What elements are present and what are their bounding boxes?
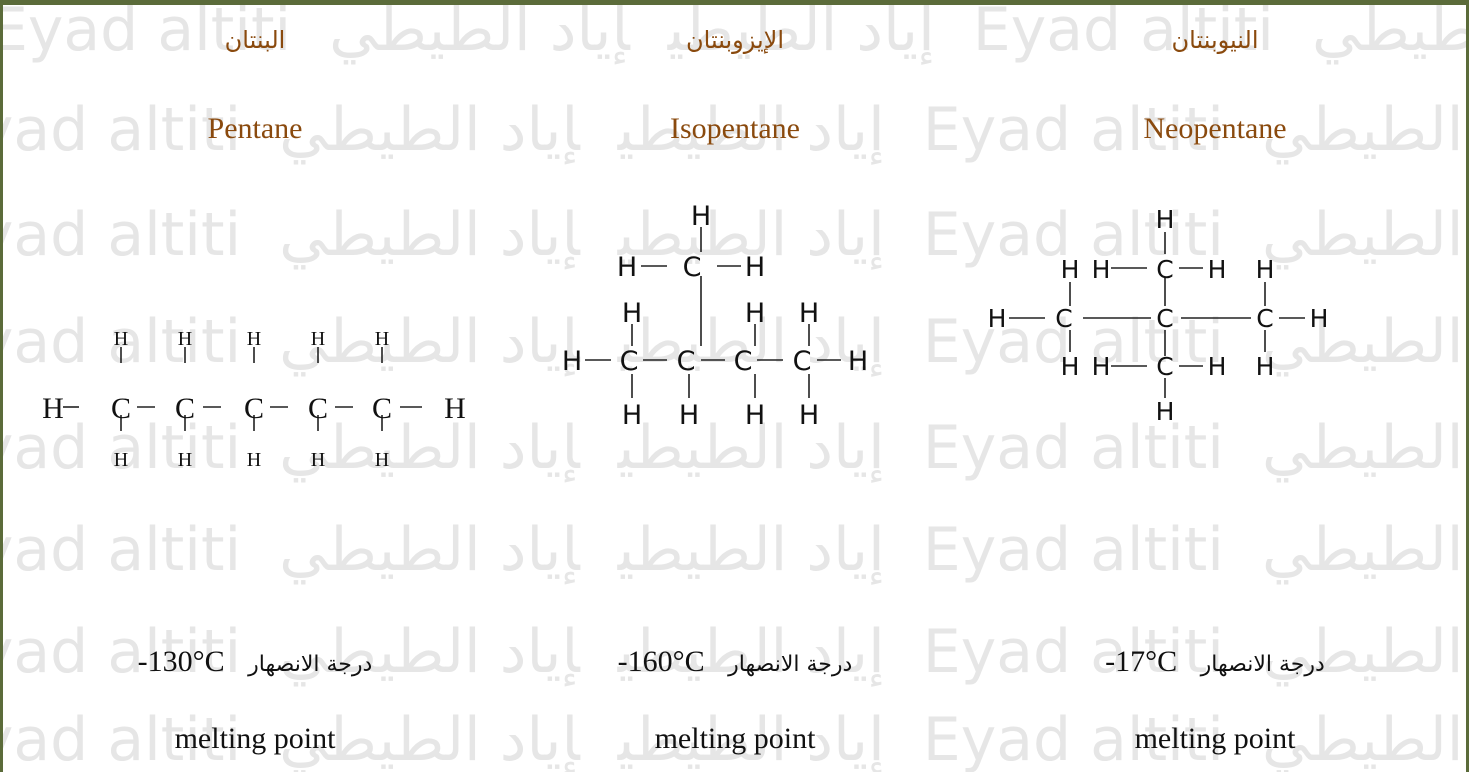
melting-point-label-arabic: درجة الانصهار bbox=[728, 652, 853, 677]
hydrogen-atom: H bbox=[1156, 397, 1175, 426]
pentane-structure: H H C C C C C H H H H H H H H H H bbox=[42, 328, 466, 471]
carbon-atom: C bbox=[1256, 304, 1273, 333]
carbon-atom: C bbox=[308, 392, 328, 425]
melting-point-label-english: melting point bbox=[174, 722, 336, 755]
carbon-atom: C bbox=[620, 346, 639, 377]
hydrogen-atom: H bbox=[799, 400, 819, 431]
hydrogen-atom: H bbox=[691, 201, 711, 232]
melting-point-label-arabic: درجة الانصهار bbox=[1200, 652, 1325, 677]
carbon-atom: C bbox=[1156, 352, 1173, 381]
melting-point-line: -160°C درجة الانصهار bbox=[495, 645, 975, 679]
melting-point-value: -130°C bbox=[137, 645, 225, 678]
hydrogen-atom: H bbox=[1092, 352, 1111, 381]
hydrogen-atom: H bbox=[114, 449, 128, 471]
hydrogen-atom: H bbox=[1156, 205, 1175, 234]
carbon-atom: C bbox=[111, 392, 131, 425]
hydrogen-atom: H bbox=[1256, 352, 1275, 381]
hydrogen-atom: H bbox=[1208, 352, 1227, 381]
hydrogen-atom: H bbox=[1092, 255, 1111, 284]
compound-name-english: Pentane bbox=[207, 112, 303, 145]
carbon-atom: C bbox=[683, 252, 702, 283]
neopentane-atoms: H H H C H H H C C C H H H C H H H bbox=[988, 205, 1329, 426]
hydrogen-atom: H bbox=[247, 328, 261, 350]
hydrogen-atom: H bbox=[311, 328, 325, 350]
compound-name-english: Neopentane bbox=[1143, 112, 1287, 145]
melting-point-line: -130°C درجة الانصهار bbox=[15, 645, 495, 679]
hydrogen-atom: H bbox=[247, 449, 261, 471]
isopentane-bonds bbox=[585, 227, 841, 398]
hydrogen-atom: H bbox=[622, 400, 642, 431]
melting-point-label-english: melting point bbox=[654, 722, 816, 755]
carbon-atom: C bbox=[677, 346, 696, 377]
hydrogen-atom: H bbox=[1256, 255, 1275, 284]
isopentane-structure: H H C H H H H H C C C C H H H H H bbox=[562, 201, 868, 431]
hydrogen-atom: H bbox=[42, 392, 64, 425]
compound-name-arabic: النيوبنتان bbox=[1171, 26, 1259, 54]
compound-name-english: Isopentane bbox=[670, 112, 800, 145]
neopentane-panel: النيوبنتان Neopentane H H H C H bbox=[975, 0, 1455, 772]
hydrogen-atom: H bbox=[988, 304, 1007, 333]
compound-name-arabic: البنتان bbox=[224, 26, 286, 54]
melting-point-label-arabic: درجة الانصهار bbox=[248, 652, 373, 677]
hydrogen-atom: H bbox=[799, 298, 819, 329]
hydrogen-atom: H bbox=[745, 252, 765, 283]
melting-point-line: -17°C درجة الانصهار bbox=[975, 645, 1455, 679]
hydrogen-atom: H bbox=[1061, 352, 1080, 381]
carbon-atom: C bbox=[793, 346, 812, 377]
hydrogen-atom: H bbox=[617, 252, 637, 283]
hydrogen-atom: H bbox=[375, 449, 389, 471]
carbon-atom: C bbox=[244, 392, 264, 425]
melting-point-value: -17°C bbox=[1105, 645, 1178, 678]
melting-point-value: -160°C bbox=[617, 645, 705, 678]
carbon-atom: C bbox=[1156, 255, 1173, 284]
carbon-atom: C bbox=[734, 346, 753, 377]
isopentane-panel: الإيزوبنتان Isopentane H H C H H bbox=[495, 0, 975, 772]
melting-point-label-english: melting point bbox=[1134, 722, 1296, 755]
hydrogen-atom: H bbox=[444, 392, 466, 425]
hydrogen-atom: H bbox=[178, 328, 192, 350]
hydrogen-atom: H bbox=[562, 346, 582, 377]
neopentane-structure: H H H C H H H C C C H H H C H H H bbox=[988, 205, 1329, 426]
hydrogen-atom: H bbox=[1061, 255, 1080, 284]
hydrogen-atom: H bbox=[1310, 304, 1329, 333]
hydrogen-atom: H bbox=[1208, 255, 1227, 284]
compound-name-arabic: الإيزوبنتان bbox=[686, 26, 784, 54]
pentane-panel: البنتان Pentane H H C C C C bbox=[15, 0, 495, 772]
carbon-atom: C bbox=[1156, 304, 1173, 333]
hydrogen-atom: H bbox=[375, 328, 389, 350]
hydrogen-atom: H bbox=[745, 400, 765, 431]
hydrogen-atom: H bbox=[745, 298, 765, 329]
pentane-bonds bbox=[63, 347, 422, 431]
hydrogen-atom: H bbox=[311, 449, 325, 471]
hydrogen-atom: H bbox=[178, 449, 192, 471]
hydrogen-atom: H bbox=[679, 400, 699, 431]
pentane-atoms: H H C C C C C H H H H H H H H H H bbox=[42, 328, 466, 471]
carbon-atom: C bbox=[372, 392, 392, 425]
hydrogen-atom: H bbox=[848, 346, 868, 377]
isopentane-atoms: H H C H H H H H C C C C H H H H H bbox=[562, 201, 868, 431]
hydrogen-atom: H bbox=[622, 298, 642, 329]
carbon-atom: C bbox=[175, 392, 195, 425]
hydrogen-atom: H bbox=[114, 328, 128, 350]
carbon-atom: C bbox=[1055, 304, 1072, 333]
neopentane-bonds bbox=[1009, 232, 1305, 398]
